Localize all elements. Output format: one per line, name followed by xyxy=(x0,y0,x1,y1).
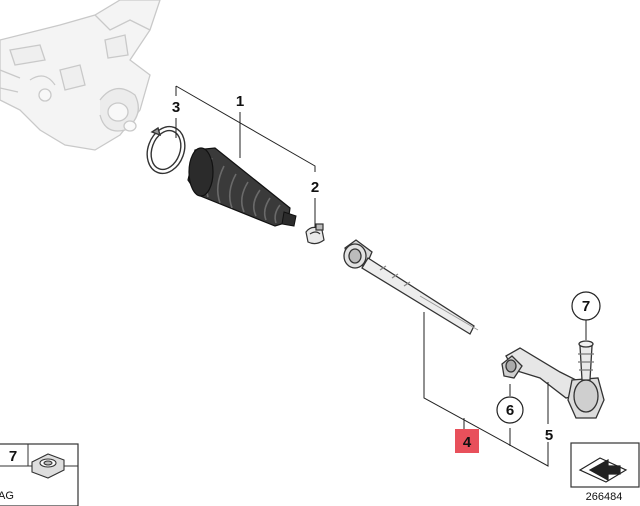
callout-7: 7 xyxy=(582,298,590,315)
arrow-symbol-icon xyxy=(578,457,628,483)
callout-4-highlight xyxy=(455,429,479,453)
clamp-ring xyxy=(146,125,186,175)
callout-2: 2 xyxy=(311,179,319,196)
callout-6-circle xyxy=(496,396,524,424)
callout-1: 1 xyxy=(236,93,244,110)
inset-number: 7 xyxy=(9,448,17,465)
nut-icon xyxy=(31,453,65,479)
nut-inset xyxy=(0,443,79,506)
leader-lines xyxy=(175,85,587,467)
steering-rack-housing xyxy=(0,0,161,151)
inner-tie-rod xyxy=(343,239,479,335)
small-clamp xyxy=(305,223,325,245)
reference-number: 266484 xyxy=(586,491,623,503)
callout-6: 6 xyxy=(506,402,514,419)
inset-partial-text: AG xyxy=(0,490,14,502)
callout-5: 5 xyxy=(545,427,553,444)
callout-4: 4 xyxy=(463,434,472,451)
outer-tie-rod-end xyxy=(501,340,605,419)
bellows-boot xyxy=(187,147,297,227)
reference-box xyxy=(570,442,640,488)
callout-7-circle xyxy=(571,291,601,321)
callout-3: 3 xyxy=(172,99,180,116)
